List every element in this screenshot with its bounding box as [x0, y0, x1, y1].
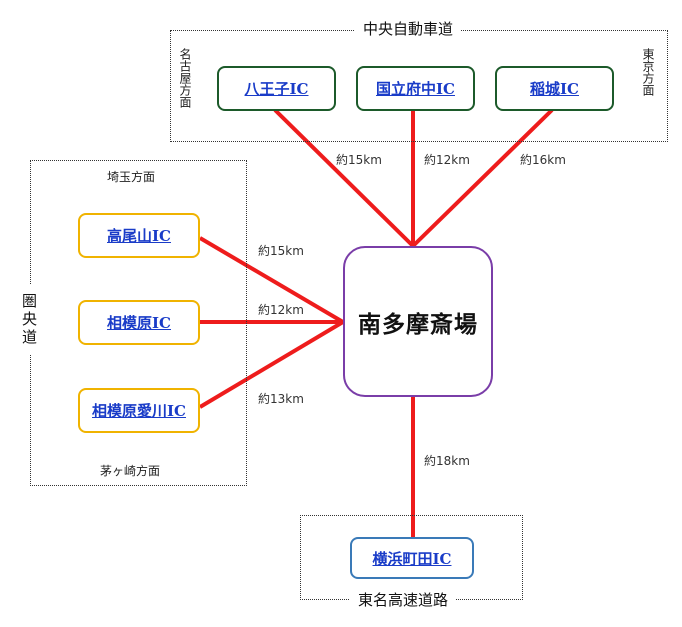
yokohama-machida-ic-box[interactable]: 横浜町田IC: [350, 537, 474, 579]
tomei-expressway-title: 東名高速道路: [350, 591, 457, 609]
minami-tama-saijo-node: 南多摩斎場: [343, 246, 493, 397]
line-hachioji: [273, 108, 415, 248]
distance-sagamihara: 約12km: [258, 303, 304, 317]
kunitachi-fuchu-ic-link[interactable]: 国立府中IC: [376, 80, 455, 98]
distance-yokohama-machida: 約18km: [424, 454, 470, 468]
chigasaki-direction-label: 茅ヶ崎方面: [100, 464, 161, 478]
takaosan-ic-link[interactable]: 高尾山IC: [107, 227, 171, 245]
distance-sagamihara-aikawa: 約13km: [258, 392, 304, 406]
inagi-ic-link[interactable]: 稲城IC: [530, 80, 579, 98]
inagi-ic-box[interactable]: 稲城IC: [495, 66, 614, 111]
distance-hachioji: 約15km: [336, 153, 382, 167]
line-inagi: [411, 108, 554, 248]
minami-tama-saijo-label: 南多摩斎場: [358, 310, 478, 338]
nagoya-direction-label: 名古屋方面: [178, 48, 192, 108]
sagamihara-aikawa-ic-box[interactable]: 相模原愛川IC: [78, 388, 200, 433]
distance-kunitachi-fuchu: 約12km: [424, 153, 470, 167]
line-takaosan: [198, 236, 345, 324]
yokohama-machida-ic-link[interactable]: 横浜町田IC: [372, 549, 452, 568]
hachioji-ic-link[interactable]: 八王子IC: [244, 80, 309, 98]
distance-inagi: 約16km: [520, 153, 566, 167]
saitama-direction-label: 埼玉方面: [107, 170, 156, 184]
chuo-expressway-title: 中央自動車道: [355, 20, 462, 38]
hachioji-ic-box[interactable]: 八王子IC: [217, 66, 336, 111]
line-sagamihara-aikawa: [198, 320, 345, 409]
ken-o-expressway-title: 圏央道: [20, 285, 38, 355]
distance-takaosan: 約15km: [258, 244, 304, 258]
sagamihara-ic-link[interactable]: 相模原IC: [107, 314, 171, 332]
sagamihara-ic-box[interactable]: 相模原IC: [78, 300, 200, 345]
tokyo-direction-label: 東京方面: [641, 48, 655, 96]
sagamihara-aikawa-ic-link[interactable]: 相模原愛川IC: [92, 402, 186, 420]
takaosan-ic-box[interactable]: 高尾山IC: [78, 213, 200, 258]
kunitachi-fuchu-ic-box[interactable]: 国立府中IC: [356, 66, 475, 111]
